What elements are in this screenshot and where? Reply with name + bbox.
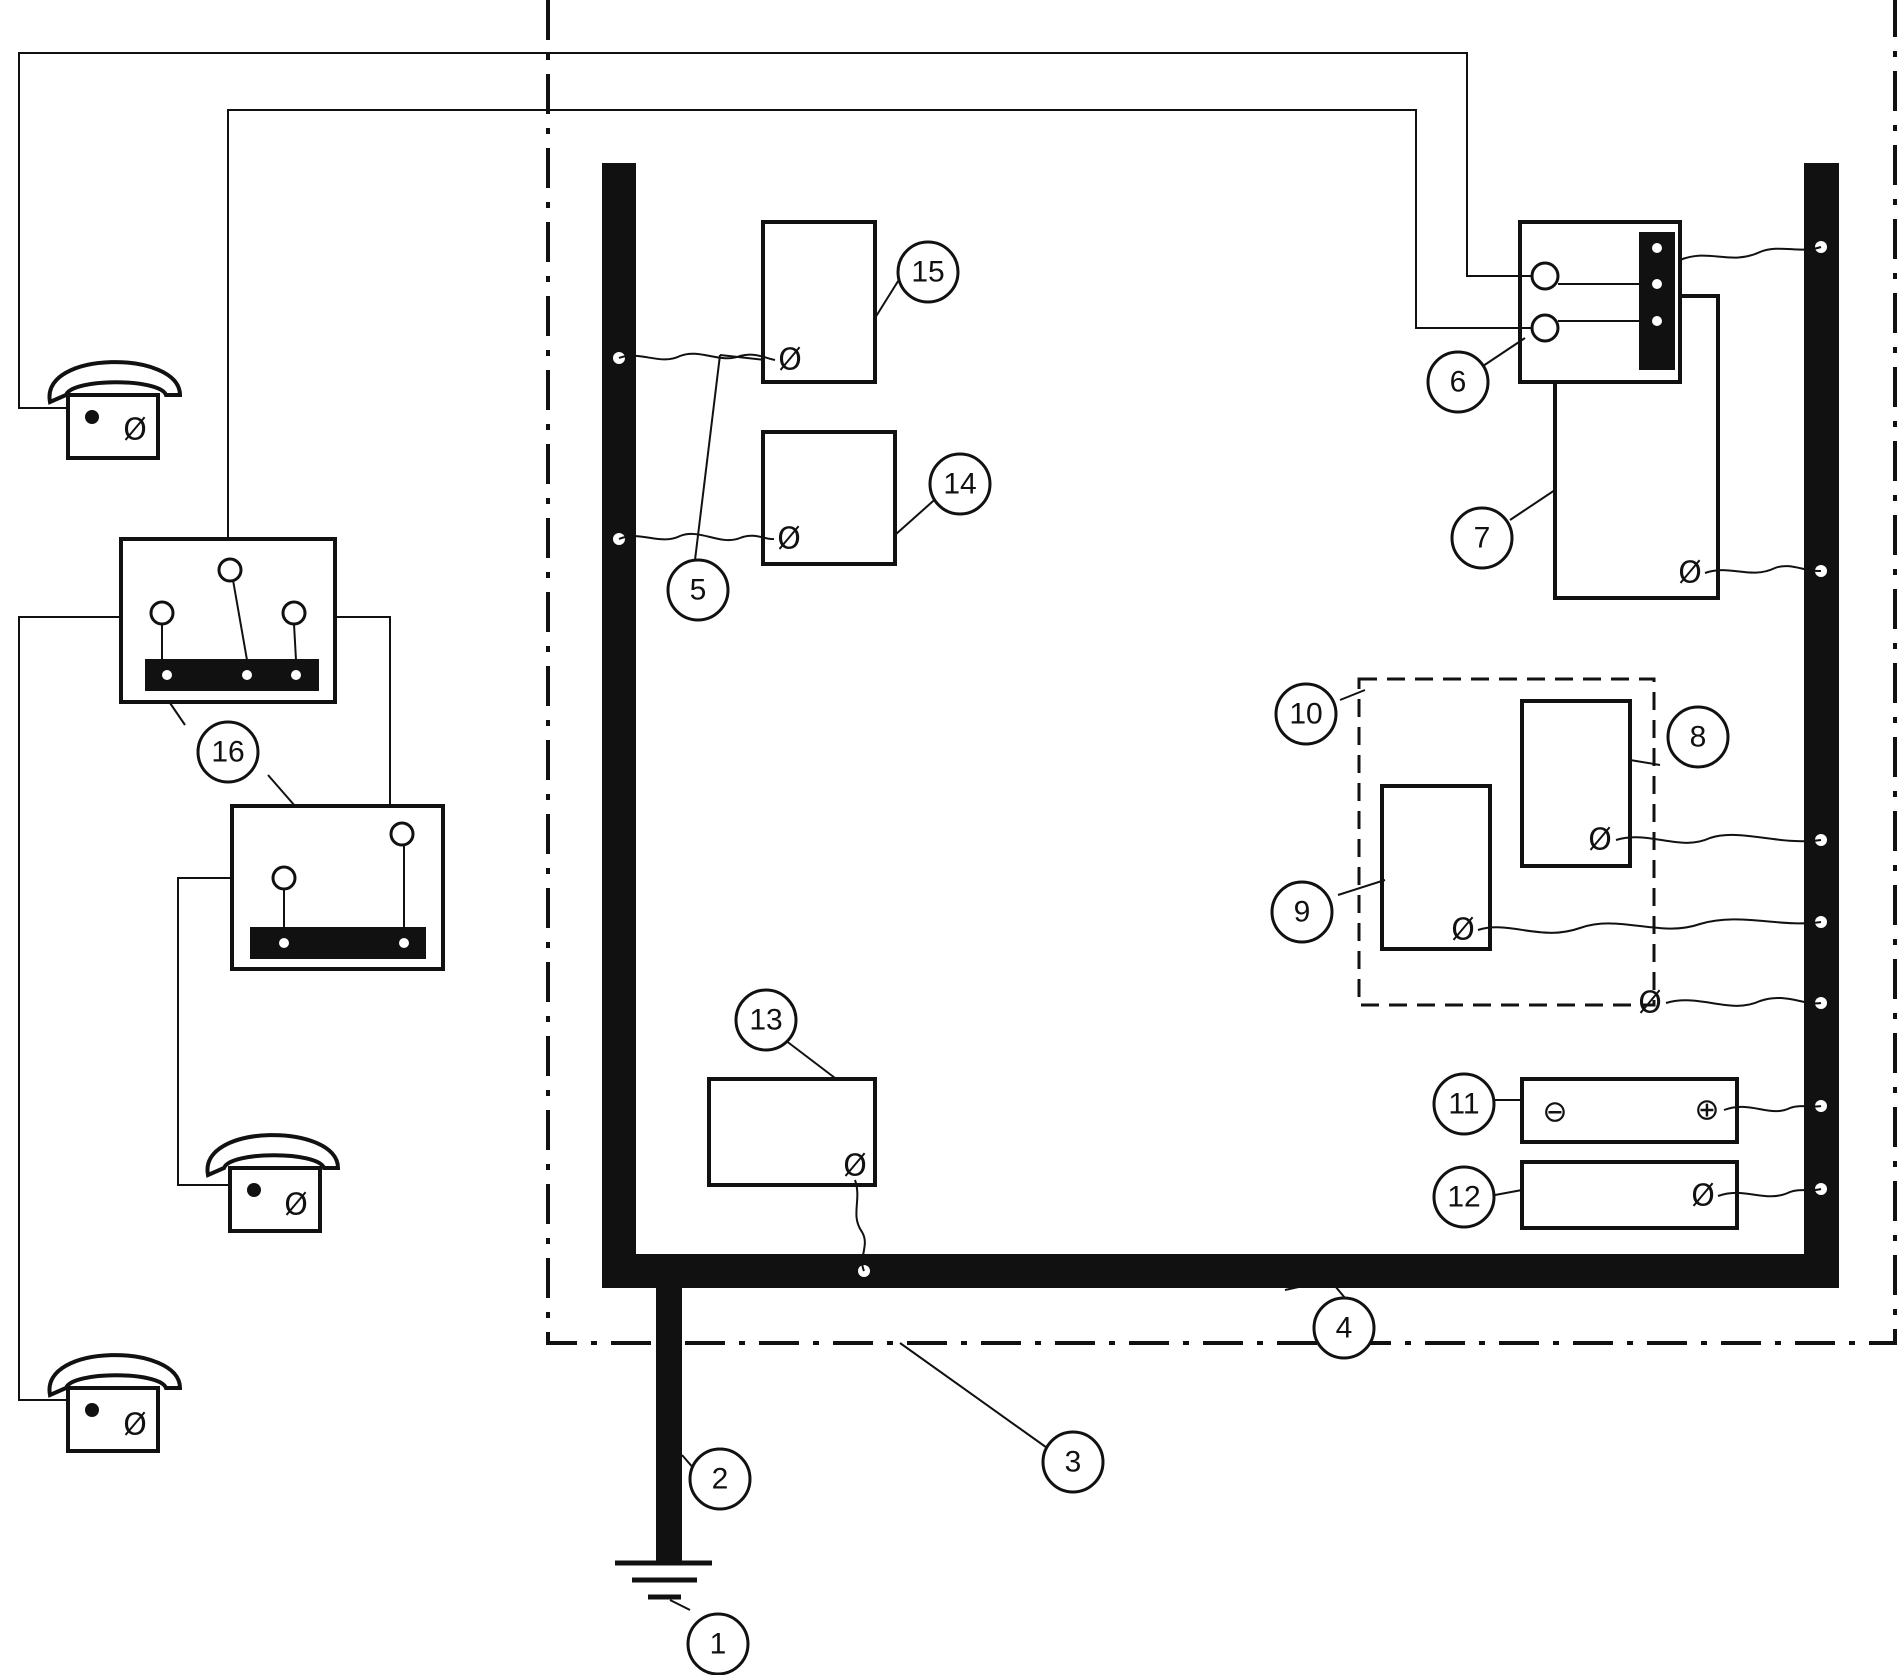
svg-text:6: 6	[1450, 366, 1467, 399]
svg-text:5: 5	[690, 574, 707, 607]
svg-text:Ø: Ø	[123, 1408, 147, 1443]
svg-text:14: 14	[943, 468, 976, 501]
enclosure-boundary	[546, 0, 1897, 1345]
equipment-11: ⊖ ⊕	[1520, 1077, 1822, 1144]
callout-10: 10	[1274, 682, 1338, 746]
callout-16: 16	[196, 720, 260, 784]
svg-text:1: 1	[710, 1628, 727, 1661]
telephone-icon: Ø	[47, 360, 183, 460]
callout-9: 9	[1270, 880, 1334, 944]
telephone-icon: Ø	[47, 1353, 183, 1453]
enclosure-10: Ø Ø Ø	[1357, 677, 1822, 1021]
callout-4: 4	[1312, 1296, 1376, 1360]
svg-text:Ø: Ø	[1678, 556, 1702, 591]
svg-text:10: 10	[1289, 698, 1322, 731]
svg-text:9: 9	[1294, 896, 1311, 929]
svg-text:Ø: Ø	[1588, 823, 1612, 858]
equipment-7: Ø	[1553, 294, 1822, 600]
svg-text:15: 15	[911, 256, 944, 289]
equipment-13: Ø	[707, 1077, 877, 1272]
equipment-15: Ø	[618, 220, 877, 384]
callout-12: 12	[1432, 1165, 1496, 1229]
svg-text:Ø: Ø	[1691, 1179, 1715, 1214]
callout-1: 1	[686, 1612, 750, 1675]
callout-11: 11	[1432, 1072, 1496, 1136]
svg-text:4: 4	[1336, 1312, 1353, 1345]
svg-text:Ø: Ø	[843, 1149, 867, 1184]
svg-text:Ø: Ø	[777, 522, 801, 557]
svg-text:Ø: Ø	[1638, 986, 1662, 1021]
callout-14: 14	[928, 452, 992, 516]
distribution-box-16a	[119, 537, 337, 704]
svg-text:Ø: Ø	[284, 1188, 308, 1223]
callout-15: 15	[896, 240, 960, 304]
ground-icon	[615, 1560, 712, 1600]
callout-7: 7	[1450, 506, 1514, 570]
svg-text:⊖: ⊖	[1542, 1095, 1567, 1130]
svg-text:12: 12	[1447, 1181, 1480, 1214]
equipment-12: Ø	[1520, 1160, 1822, 1230]
callout-13: 13	[734, 988, 798, 1052]
callout-3: 3	[1041, 1430, 1105, 1494]
distribution-box-16b	[230, 804, 445, 971]
telephone-wiring	[18, 52, 1532, 1401]
svg-text:2: 2	[712, 1463, 729, 1496]
svg-text:Ø: Ø	[778, 343, 802, 378]
svg-text:11: 11	[1448, 1088, 1479, 1121]
telephone-icon: Ø	[205, 1133, 341, 1233]
svg-text:13: 13	[749, 1004, 782, 1037]
svg-text:⊕: ⊕	[1694, 1093, 1719, 1128]
callout-6: 6	[1426, 350, 1490, 414]
callout-8: 8	[1666, 705, 1730, 769]
callout-5: 5	[666, 558, 730, 622]
earth-bus	[602, 163, 1839, 1563]
svg-text:Ø: Ø	[1451, 913, 1475, 948]
junction-box-6	[1518, 220, 1822, 384]
callout-2: 2	[688, 1447, 752, 1511]
svg-text:Ø: Ø	[123, 413, 147, 448]
svg-text:3: 3	[1065, 1446, 1082, 1479]
svg-text:8: 8	[1690, 721, 1707, 754]
svg-text:16: 16	[211, 736, 244, 769]
equipment-14: Ø	[618, 430, 897, 566]
svg-text:7: 7	[1474, 522, 1491, 555]
